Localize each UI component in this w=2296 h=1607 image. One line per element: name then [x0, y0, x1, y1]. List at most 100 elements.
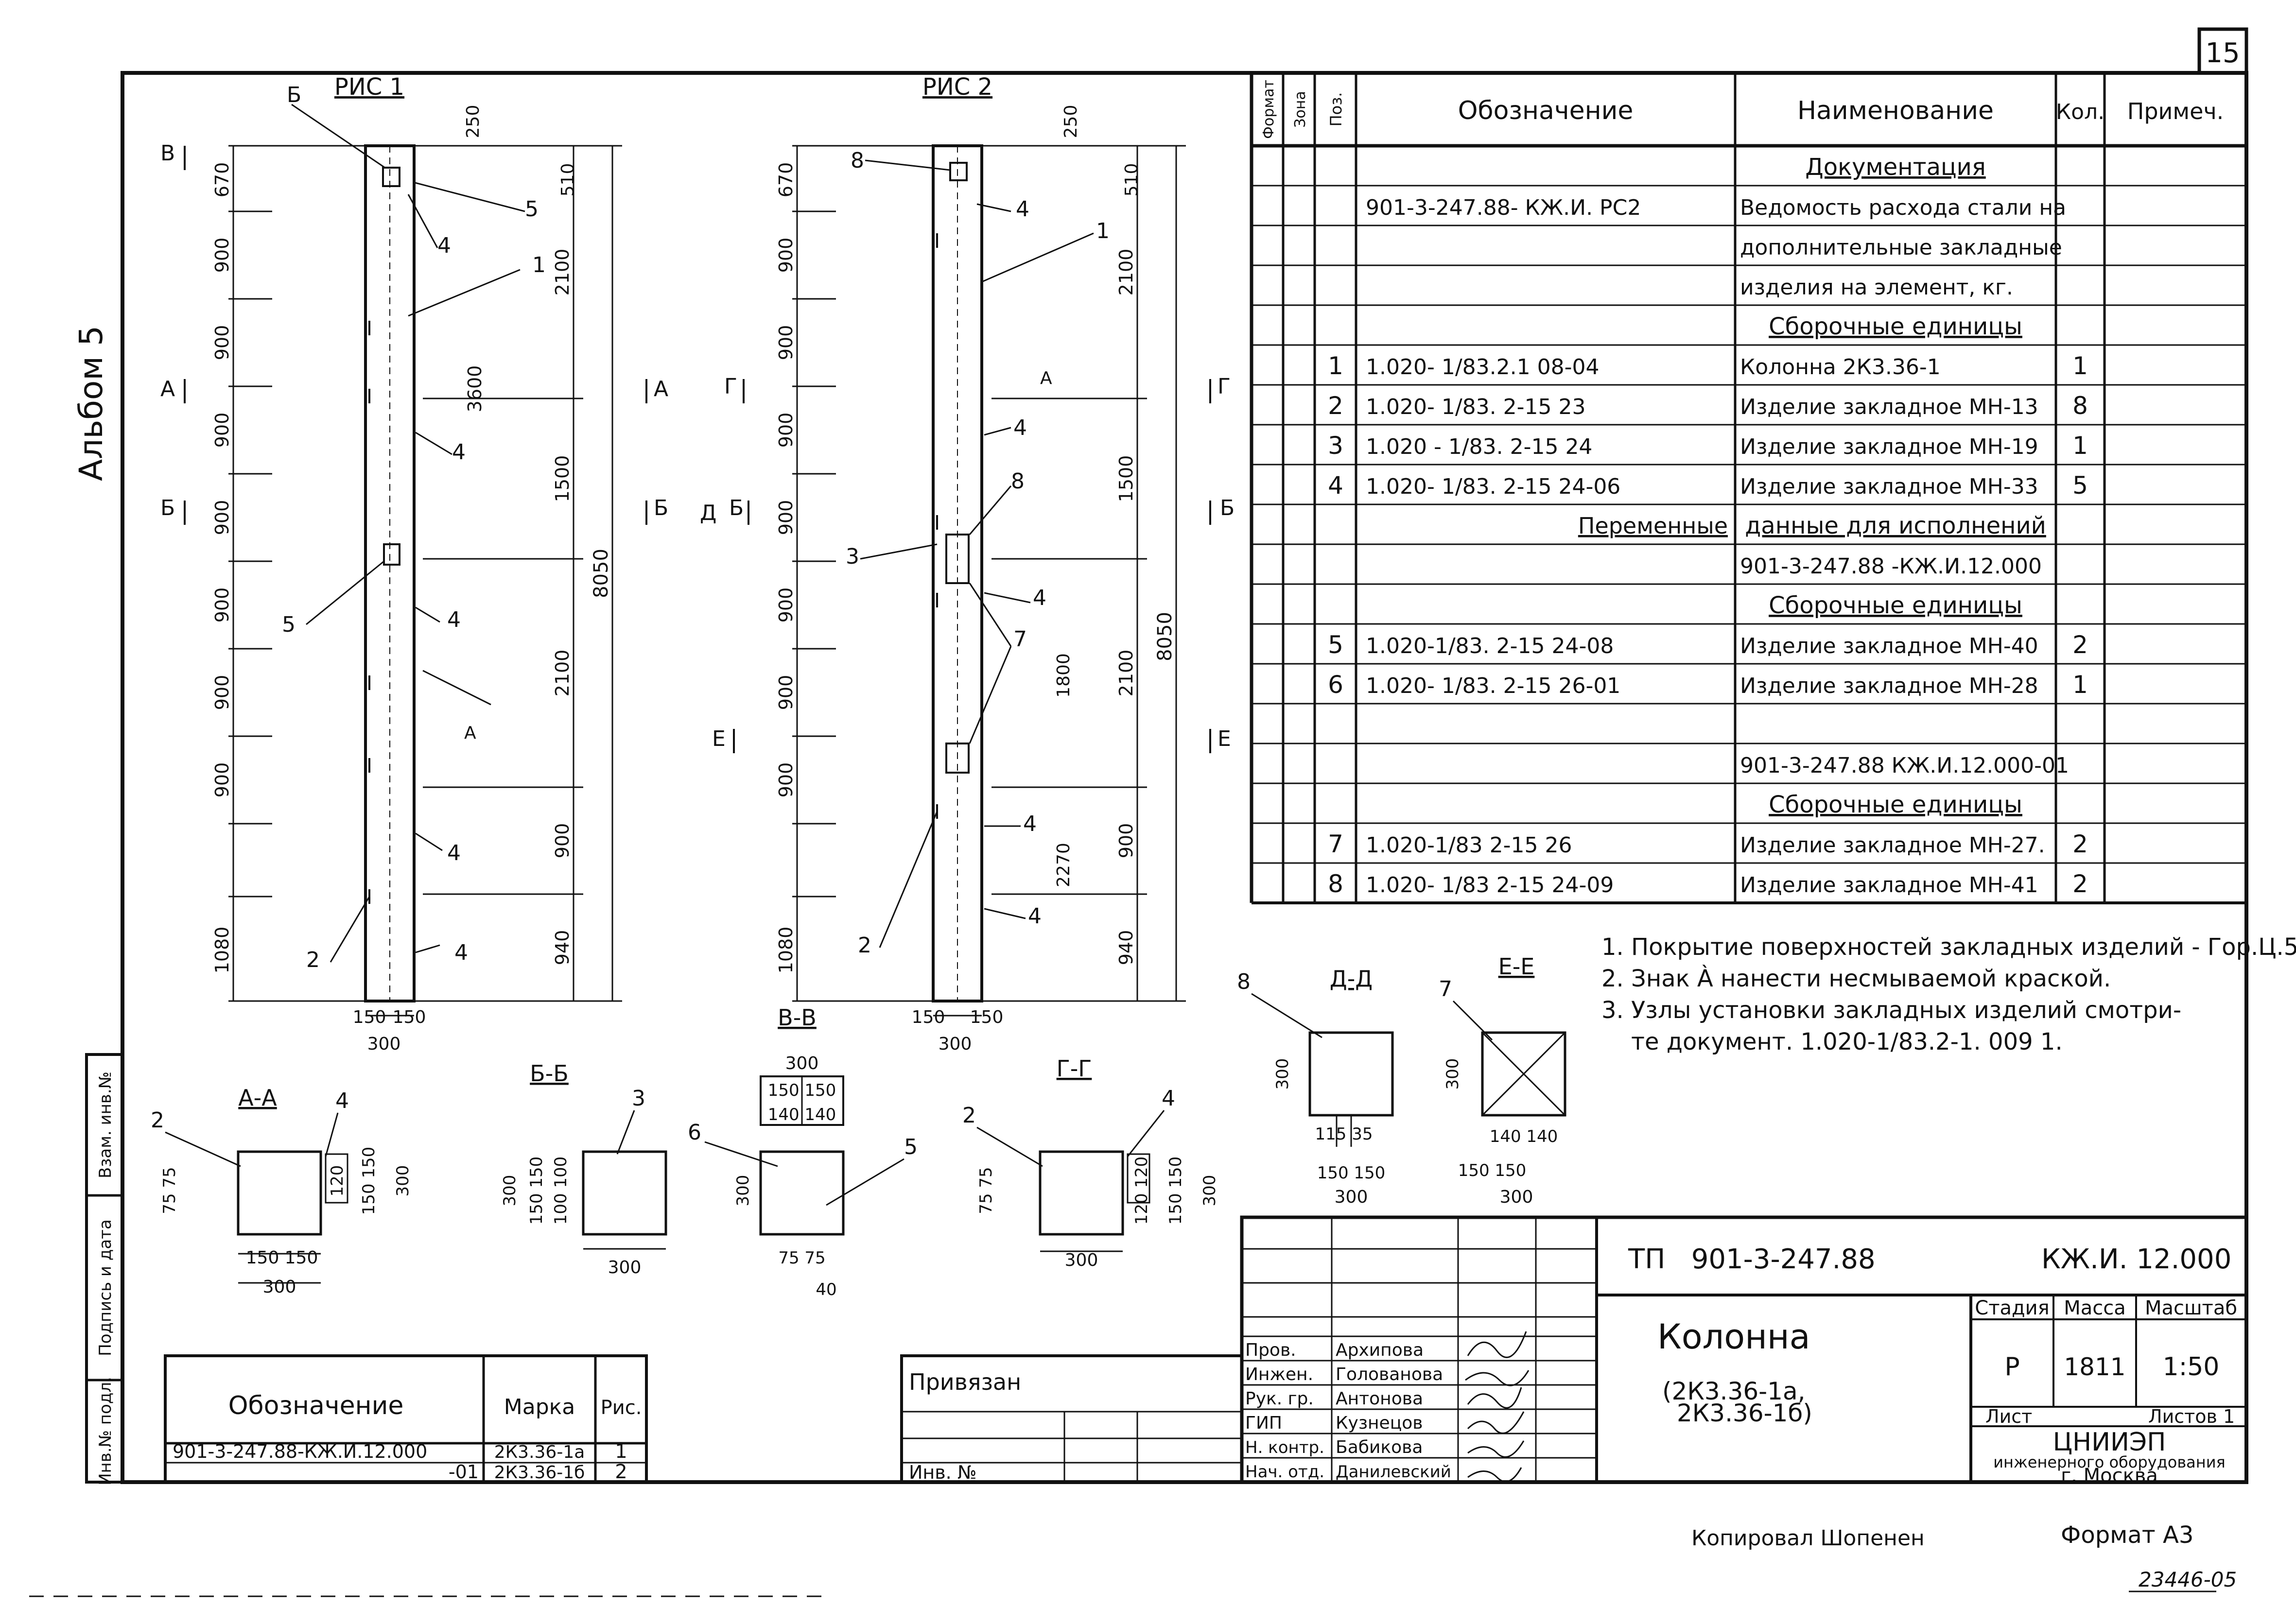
fig2-dim-left-5: 900 — [775, 500, 797, 536]
spec-row-name: Ведомость расхода стали на — [1740, 195, 2066, 220]
fig2-dim-right-4: 900 — [1115, 823, 1137, 859]
section-a-a-dim-right-3: 300 — [393, 1165, 413, 1197]
spec-header-designation: Обозначение — [1458, 96, 1634, 125]
spec-row-designation: Переменные — [1578, 513, 1728, 539]
fig2-dim-right-3: 2100 — [1115, 650, 1137, 697]
section-a-a-dim-3: 300 — [263, 1277, 296, 1297]
section-a-a-dim-1: 150 — [246, 1248, 279, 1268]
fig2-dim-left-6: 900 — [775, 588, 797, 623]
sheet-label: Лист — [1985, 1406, 2032, 1427]
fig1-dim-left-2: 900 — [211, 238, 233, 273]
section-b-b-dim-left-2: 150 150 — [527, 1157, 546, 1225]
fig2-dim-bottom-1: 150 — [912, 1007, 945, 1027]
svg-text:Д: Д — [700, 501, 716, 525]
fig2-leader-label-8b: 8 — [1011, 469, 1025, 494]
fig1-elevation: РИС 1 670 900 — [160, 73, 668, 1054]
section-v-v-title: В-В — [778, 1004, 817, 1031]
spec-row-qty: 1 — [2072, 671, 2088, 699]
spec-row-name: Изделие закладное МН-13 — [1740, 395, 2038, 419]
side-stamp-signature-date: Подпись и дата — [96, 1219, 115, 1356]
spec-row-pos: 5 — [1328, 631, 1343, 659]
fig2-leader-label-2: 2 — [858, 933, 871, 958]
variant-header-designation: Обозначение — [228, 1391, 404, 1420]
section-a-a-dim-right-1: 120 — [328, 1165, 347, 1197]
spec-row-name: Изделие закладное МН-40 — [1740, 634, 2038, 658]
fig1-leader-label-2: 2 — [306, 948, 320, 972]
section-v-v: В-В 300 150 150 140 140 300 75 75 40 6 5 — [688, 1004, 918, 1299]
section-v-v-dim-bottom: 75 75 — [778, 1248, 825, 1268]
spec-row-designation: 1.020-1/83 2-15 26 — [1366, 833, 1572, 858]
signer-name-6: Данилевский — [1336, 1462, 1451, 1482]
spec-row-designation: 1.020- 1/83. 2-15 26-01 — [1366, 674, 1620, 698]
svg-text:Б: Б — [1220, 496, 1235, 520]
note-4: те документ. 1.020-1/83.2-1. 009 1. — [1601, 1028, 2063, 1055]
fig2-section-markers: Г Г Д Б Б Е Е — [700, 374, 1235, 753]
signer-name-4: Кузнецов — [1336, 1413, 1423, 1433]
fig2-embed-low — [945, 743, 970, 774]
fig2-leader-label-3: 3 — [846, 544, 859, 569]
section-d-d-dim-150: 150 150 — [1317, 1163, 1386, 1183]
spec-header-name: Наименование — [1797, 96, 1994, 125]
fig2-elevation: РИС 2 670 900 900 900 — [700, 73, 1235, 1054]
fig1-dim-left-7: 900 — [211, 675, 233, 710]
fig2-leader-label-4b: 4 — [1013, 415, 1027, 440]
fig1-dim-right-3: 2100 — [552, 650, 573, 697]
fig1-section-markers: В А А Б Б — [160, 141, 668, 525]
album-label: Альбом 5 — [72, 326, 110, 481]
section-g-g-dim-right-1: 120 120 — [1132, 1157, 1151, 1225]
fig2-dim-top: 250 — [1061, 105, 1081, 138]
footer-format: Формат А3 — [2061, 1521, 2193, 1549]
fig1-title: РИС 1 — [334, 73, 404, 101]
spec-row-pos: 7 — [1328, 830, 1343, 858]
scale-label: Масштаб — [2145, 1297, 2237, 1319]
side-stamp-inv-podl: Инв.№ подл. — [96, 1377, 115, 1486]
fig2-leader-label-4d: 4 — [1023, 812, 1037, 836]
section-e-e-dim-150: 150 150 — [1458, 1161, 1527, 1180]
svg-text:А: А — [654, 377, 668, 401]
doc-code: ТП 901-3-247.88 — [1628, 1244, 1876, 1275]
org-name-1: ЦНИИЭП — [2053, 1428, 2166, 1457]
fig2-leader-label-4a: 4 — [1016, 197, 1029, 222]
signer-name-2: Голованова — [1336, 1365, 1443, 1384]
spec-row-name: Колонна 2К3.36-1 — [1740, 355, 1941, 380]
section-v-v-label-6: 6 — [688, 1120, 701, 1145]
section-g-g-dim-right-2: 150 150 — [1166, 1157, 1185, 1225]
section-a-a-dim-2: 150 — [285, 1248, 318, 1268]
variant-row1-fig: 1 — [615, 1440, 627, 1463]
spec-row-designation: 1.020- 1/83. 2-15 24-06 — [1366, 474, 1620, 499]
signer-name-5: Бабикова — [1336, 1437, 1423, 1457]
binding-inv: Инв. № — [909, 1462, 976, 1483]
section-b-b-dim-1: 300 — [608, 1258, 642, 1278]
fig2-dim-bottom-2: 150 — [970, 1007, 1004, 1027]
fig2-dim-left-9: 1080 — [775, 927, 797, 974]
fig2-dim-left-2: 900 — [775, 238, 797, 273]
section-a-a-title: А-А — [238, 1085, 277, 1111]
variant-row2-mark: 2К3.36-1б — [494, 1463, 585, 1483]
spec-header-format: Формат — [1260, 80, 1277, 139]
signer-role-6: Нач. отд. — [1245, 1462, 1324, 1482]
note-1: 1. Покрытие поверхностей закладных издел… — [1601, 933, 2296, 961]
spec-row-name: Изделие закладное МН-27. — [1740, 833, 2045, 858]
fig1-dim-right-5: 940 — [552, 930, 573, 966]
section-g-g-dim-right-3: 300 — [1200, 1175, 1219, 1207]
fig2-dim-bottom-3: 300 — [939, 1034, 972, 1054]
section-e-e-dim-300: 300 — [1500, 1187, 1533, 1207]
stage-value: Р — [2004, 1352, 2019, 1382]
section-d-d-dim-left: 300 — [1273, 1058, 1292, 1090]
spec-row-name: данные для исполнений — [1745, 512, 2046, 539]
fig2-dim-mid1: 1800 — [1054, 653, 1074, 698]
fig1-dim-left-8: 900 — [211, 762, 233, 798]
signer-role-1: Пров. — [1245, 1340, 1296, 1360]
variant-table: Обозначение Марка Рис. 901-3-247.88-КЖ.И… — [164, 1354, 648, 1484]
scale-value: 1:50 — [2163, 1352, 2220, 1382]
fig1-leader-label-4a: 4 — [437, 233, 451, 258]
spec-row-name: Сборочные единицы — [1769, 313, 2022, 340]
spec-header-qty: Кол. — [2056, 100, 2105, 124]
svg-text:Б: Б — [654, 496, 668, 520]
variant-row2-designation: -01 — [449, 1461, 479, 1483]
variant-row2-fig: 2 — [615, 1461, 627, 1483]
fig2-dim-left-1: 670 — [775, 162, 797, 198]
fig1-dim-bottom-3: 300 — [367, 1034, 401, 1054]
spec-row-name: Сборочные единицы — [1769, 592, 2022, 619]
